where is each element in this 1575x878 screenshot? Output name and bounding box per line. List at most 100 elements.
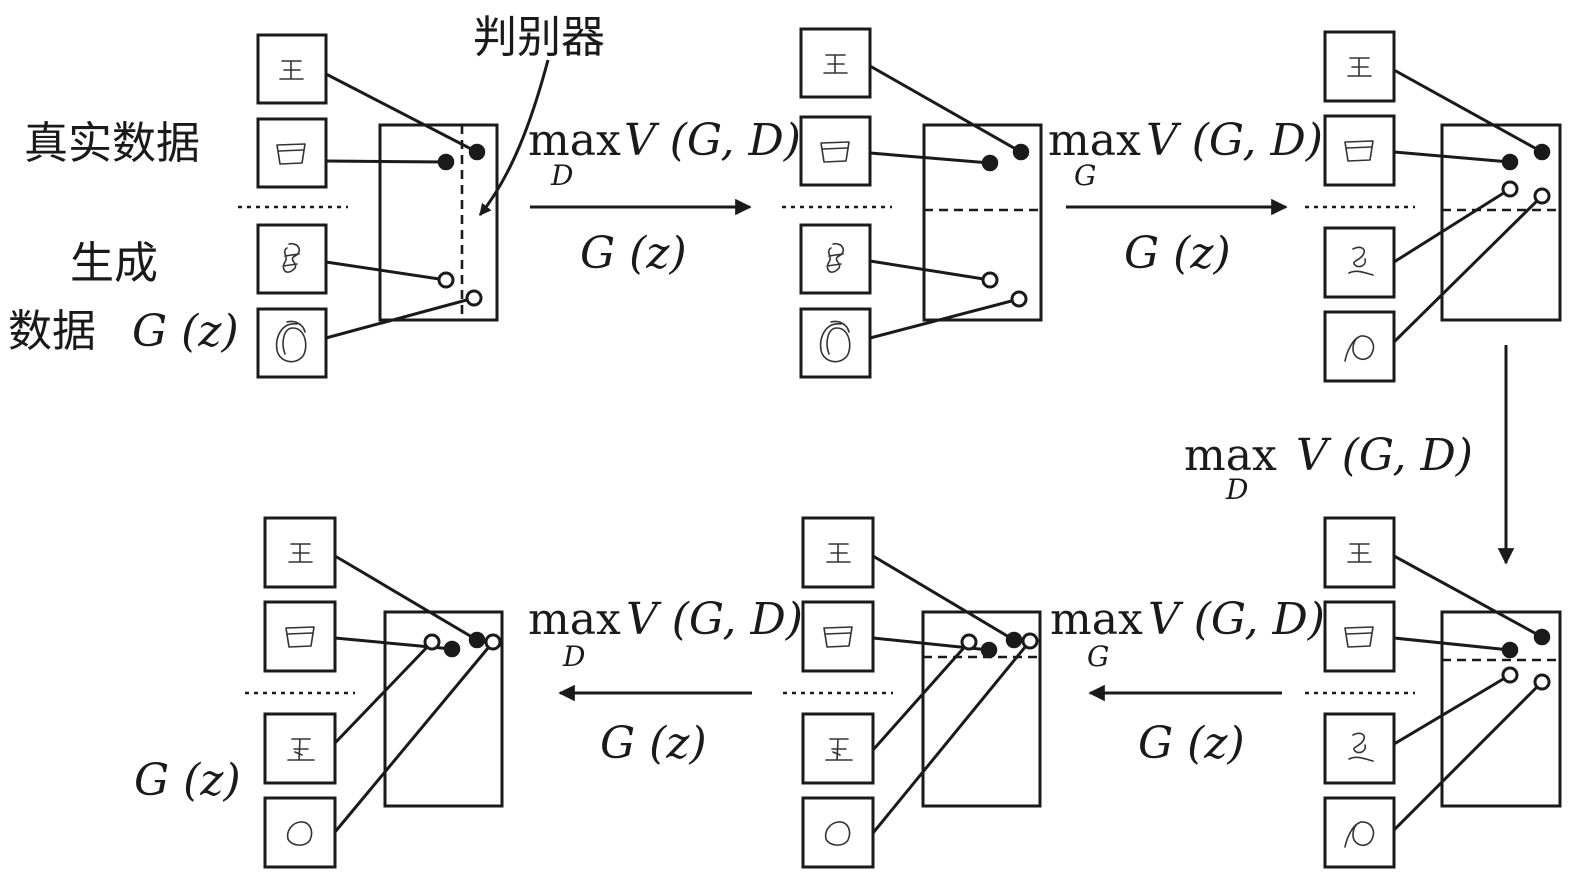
step-5: max D V (G, D) G (z) [528,594,803,769]
sample-box-gen-2 [256,307,328,379]
step-subscript: D [1225,473,1248,506]
sample-box-real-2 [1323,600,1396,673]
generated-point [1021,632,1039,650]
real-point [1005,631,1023,649]
generated-point [981,271,999,289]
step-gz: G (z) [1138,718,1245,769]
step-objective: V (G, D) [626,594,803,645]
panel-4 [1305,516,1562,869]
mapping-line [872,554,1015,642]
step-2: max G V (G, D) G (z) [1048,115,1323,279]
real-point [1533,628,1551,646]
step-max-text: max [528,115,621,166]
mapping-line [333,640,434,745]
sample-box-gen-2 [1323,310,1396,383]
generated-point [1533,673,1551,691]
generated-point [960,633,978,651]
mapping-line [334,554,478,642]
mapping-line [869,64,1022,154]
step-subscript: G [1087,640,1109,673]
step-subscript: D [550,159,573,192]
mapping-line [871,640,1032,834]
panel-6 [245,516,504,869]
mapping-line [1393,554,1543,639]
step-gz: G (z) [600,718,707,769]
mapping-line [869,297,1020,340]
sample-box-real-2 [801,600,875,673]
step-max-text: max [1048,115,1141,166]
sample-box-gen-2 [799,307,872,379]
mapping-line [1393,636,1511,652]
generated-point [1501,180,1519,198]
generated-point [437,271,455,289]
real-point [1501,153,1519,171]
sample-box-real-2 [799,115,872,187]
sample-box-real-1 [256,33,328,105]
real-point [468,631,486,649]
generated-data-label: 生成 [70,238,158,289]
final-gz-label: G (z) [134,755,241,806]
real-point [437,153,455,171]
real-point [1012,143,1030,161]
step-gz: G (z) [580,228,687,279]
step-1: max D V (G, D) G (z) [528,115,801,279]
real-point [981,154,999,172]
step-subscript: G [1074,159,1096,192]
step-3: max D V (G, D) [1184,345,1515,565]
real-point [468,143,486,161]
real-data-label: 真实数据 [24,118,200,169]
step-subscript: D [562,640,585,673]
discriminator-label: 判别器 [473,12,605,63]
generated-point [1533,187,1551,205]
step-max-text: max [1050,594,1143,645]
real-point [980,641,998,659]
mapping-line [325,260,447,282]
mapping-line [325,72,478,154]
mapping-line [325,159,447,164]
step-max-text: max [1184,430,1277,481]
mapping-line [1392,194,1544,344]
sample-box-gen-1 [1323,712,1396,785]
sample-box-gen-1 [1323,226,1396,299]
step-objective: V (G, D) [1296,430,1473,481]
mapping-line [333,641,495,833]
step-4: max G V (G, D) G (z) [1050,594,1325,769]
sample-box-gen-1 [799,223,872,295]
discriminator-pointer-arrow [478,59,550,216]
panel-5 [783,516,1042,869]
mapping-line [325,296,475,340]
panel-2 [782,27,1043,379]
mapping-line [869,259,991,282]
mapping-line [871,641,971,751]
step-objective: V (G, D) [624,115,801,166]
sample-box-real-1 [1323,30,1396,103]
generated-data-label-2: 数据 [8,306,96,357]
generated-point [484,633,502,651]
step-objective: V (G, D) [1148,594,1325,645]
sample-box-real-2 [263,600,337,673]
generated-gz-label: G (z) [132,306,239,357]
panel-3 [1305,30,1562,383]
sample-box-gen-2 [263,796,337,869]
sample-box-gen-2 [1323,796,1396,869]
generated-point [1501,666,1519,684]
step-objective: V (G, D) [1146,115,1323,166]
mapping-line [1393,187,1511,264]
sample-box-real-2 [1323,114,1396,187]
mapping-line [1393,673,1511,746]
mapping-line [1393,150,1511,164]
step-max-text: max [528,594,621,645]
mapping-line [1392,680,1544,832]
real-point [1533,143,1551,161]
mapping-line [869,151,991,165]
real-point [1501,641,1519,659]
real-point [443,640,461,658]
sample-box-real-2 [256,117,328,189]
generated-point [423,633,441,651]
sample-box-gen-2 [801,796,875,869]
mapping-line [1393,68,1543,154]
generated-point [465,289,483,307]
generated-point [1010,290,1028,308]
panel-1 [238,33,499,379]
